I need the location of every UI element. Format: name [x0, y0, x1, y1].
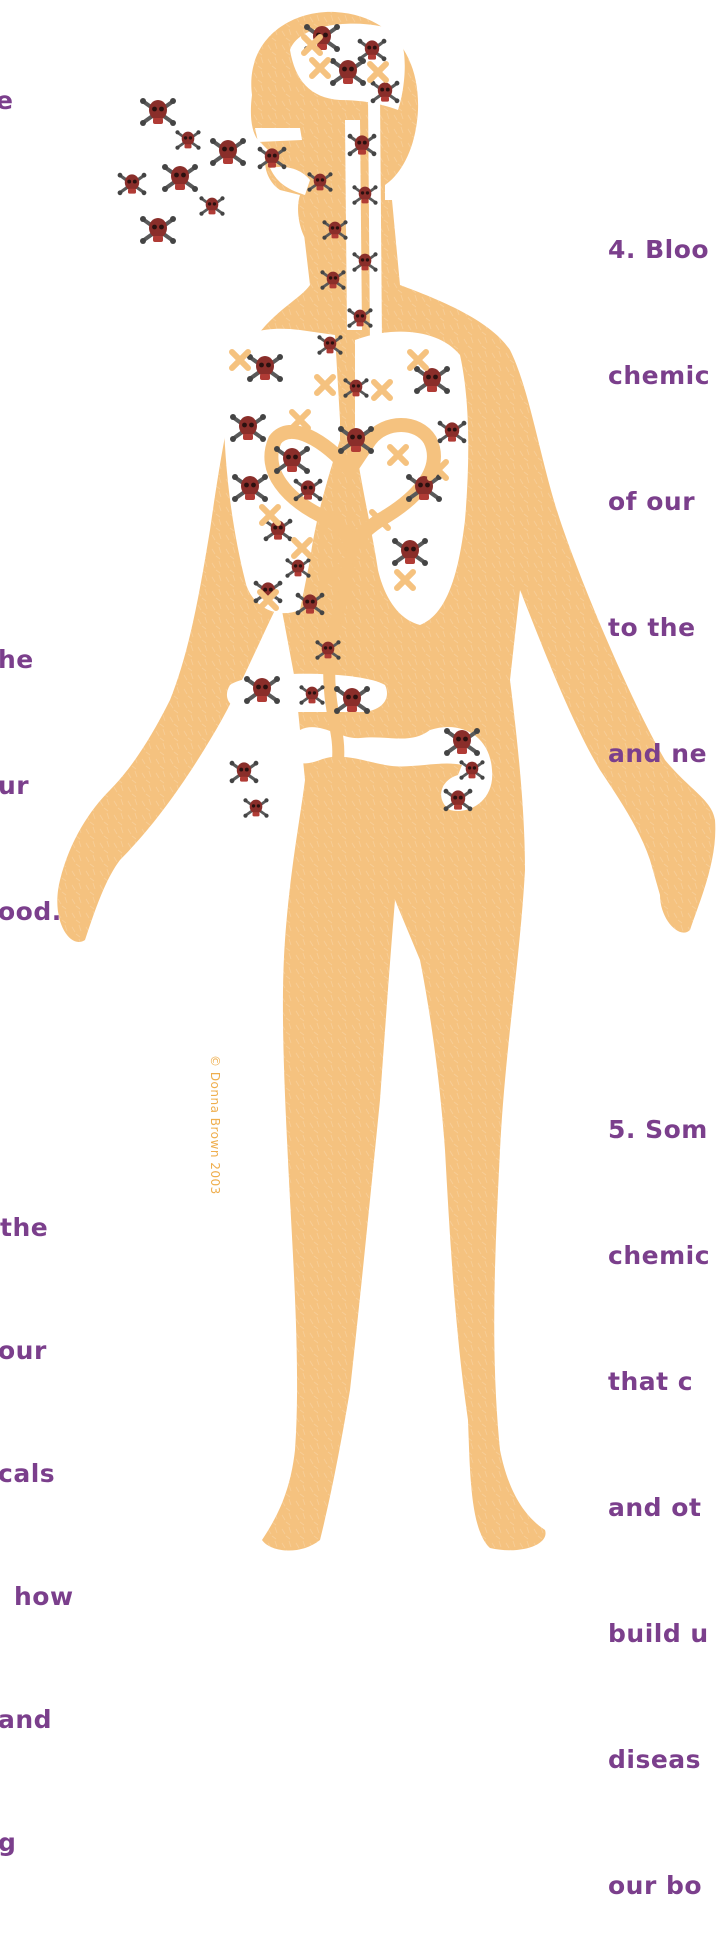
caption-line: ood. [0, 891, 62, 933]
caption-line: 4. Bloo [608, 229, 710, 271]
caption-top-right: 4. Bloo chemic of our to the and ne [608, 145, 710, 817]
caption-line: he [0, 639, 62, 681]
caption-line: chemic [608, 355, 710, 397]
mouth-gap [255, 128, 302, 142]
caption-line: to the [608, 607, 710, 649]
caption-top-left: e [0, 0, 14, 164]
caption-line: and ne [608, 733, 710, 775]
caption-bottom-right: 5. Som chemic that c and ot build u dise… [608, 1025, 710, 1949]
caption-line: and ot [608, 1487, 710, 1529]
caption-mid-left: he ur ood. [0, 555, 62, 975]
caption-line: ur [0, 765, 62, 807]
copyright-notice: © Donna Brown 2003 [202, 1055, 222, 1115]
esophagus [368, 95, 382, 345]
caption-bottom-left: the our cals how and g [0, 1125, 74, 1904]
caption-line: the [0, 1207, 74, 1248]
caption-line: and [0, 1699, 74, 1740]
caption-line: chemic [608, 1235, 710, 1277]
caption-line: our bo [608, 1865, 710, 1907]
caption-line: cals [0, 1453, 74, 1494]
caption-line: of our [608, 481, 710, 523]
caption-line: that c [608, 1361, 710, 1403]
caption-line: 5. Som [608, 1109, 710, 1151]
caption-line: e [0, 80, 14, 122]
caption-line: how [0, 1576, 74, 1617]
caption-line: build u [608, 1613, 710, 1655]
caption-line: our [0, 1330, 74, 1371]
caption-line: g [0, 1822, 74, 1863]
caption-line: diseas [608, 1739, 710, 1781]
